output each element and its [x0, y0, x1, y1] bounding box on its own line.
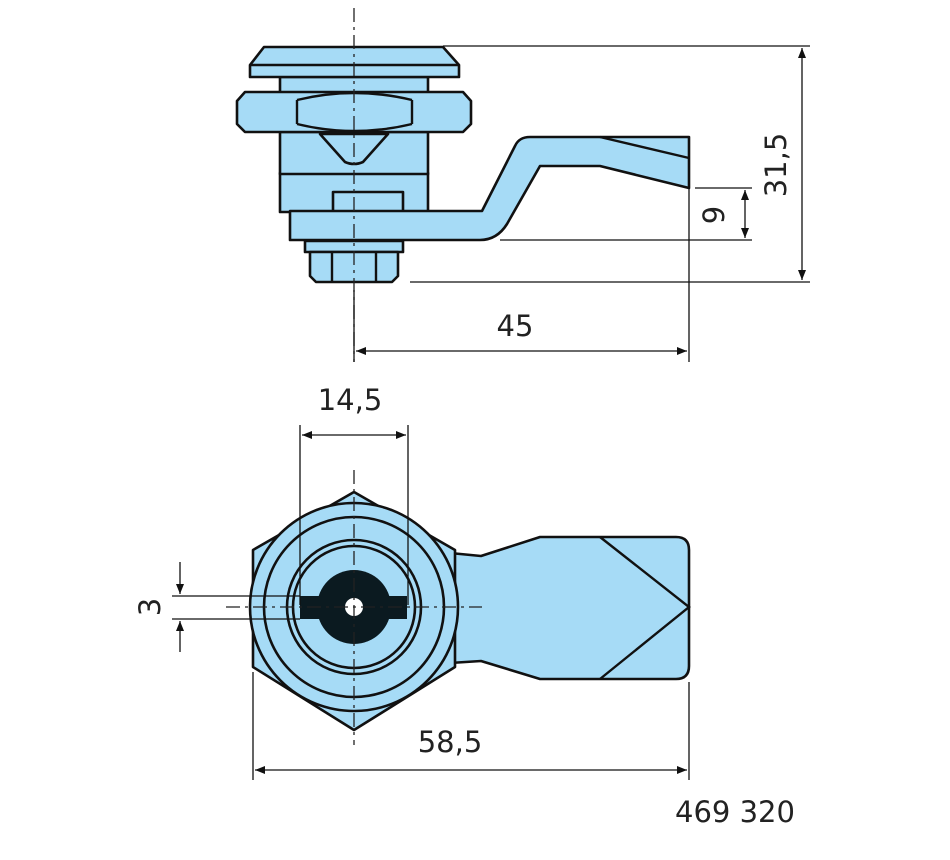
dim-lever-length: 45 [497, 309, 534, 343]
lever-top [448, 535, 691, 681]
lever-side [288, 135, 691, 242]
top-view: 14,5 3 58,5 [133, 383, 691, 780]
dim-height: 31,5 [759, 133, 793, 198]
side-view: 31,5 9 45 [235, 8, 810, 362]
part-number: 469 320 [675, 795, 795, 829]
dim-slot-width: 3 [133, 598, 167, 616]
washer [303, 239, 405, 254]
dim-lever-offset: 9 [697, 206, 731, 224]
dim-body-width: 14,5 [318, 383, 383, 417]
inner-block [331, 190, 405, 214]
dim-total-length: 58,5 [418, 725, 483, 759]
